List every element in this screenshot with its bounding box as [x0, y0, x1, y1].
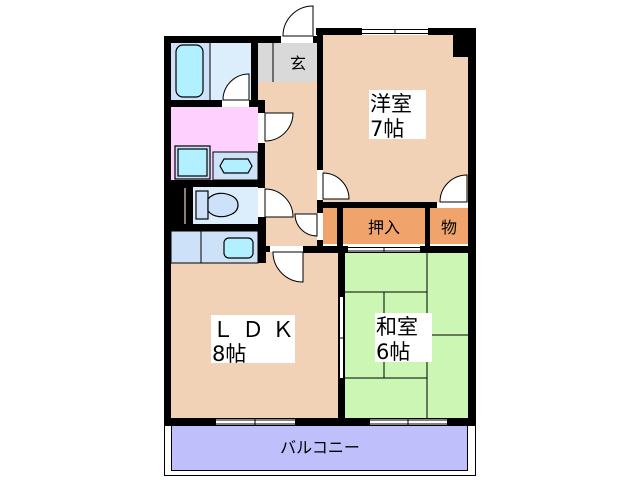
- washroom: [171, 107, 259, 181]
- entrance-door-icon: [282, 5, 314, 37]
- pipe-space: [171, 180, 193, 231]
- kitchen: [170, 230, 259, 264]
- oshiire-closet: [343, 208, 425, 244]
- window-western-room: [362, 28, 428, 35]
- bathtub-icon: [175, 44, 204, 98]
- storage-door-icon: [439, 174, 468, 203]
- bathroom: [171, 43, 251, 100]
- pillar: [453, 34, 468, 57]
- toilet-tank-icon: [195, 190, 209, 220]
- kitchen-sink-icon: [223, 237, 254, 259]
- ldk-size: 8帖: [212, 342, 246, 366]
- balcony-floor: [171, 426, 468, 471]
- ldk-name: ＬＤＫ: [212, 318, 302, 343]
- japanese-room-name: 和室: [376, 315, 418, 339]
- small-closet-door-icon: [294, 213, 318, 237]
- entrance-floor: [258, 43, 317, 82]
- balcony: バルコニー: [164, 426, 476, 476]
- balcony-label: バルコニー: [280, 438, 360, 457]
- closet-label: 押入: [368, 218, 400, 237]
- western-room-door-icon: [322, 172, 350, 200]
- japanese-room-size: 6帖: [376, 340, 410, 364]
- toilet-room: [171, 180, 258, 231]
- storage-label: 物: [441, 218, 457, 237]
- western-room-size: 7帖: [370, 117, 404, 141]
- window-japanese-room: [370, 419, 447, 425]
- bathroom-door-icon: [222, 73, 250, 101]
- sliding-door-closet: [348, 246, 420, 252]
- entrance-label: 玄: [290, 54, 306, 73]
- ldk-door-icon: [272, 251, 304, 283]
- storage-closet: [430, 208, 468, 244]
- sliding-door-japanese-room: [339, 297, 344, 378]
- ldk-label: ＬＤＫ 8帖: [211, 315, 302, 366]
- western-room-label: 洋室 7帖: [369, 90, 426, 141]
- entrance: 玄: [258, 43, 317, 82]
- washing-machine-icon: [177, 148, 208, 177]
- western-room-name: 洋室: [370, 92, 412, 116]
- small-closet: [323, 208, 337, 244]
- sink-icon: [219, 158, 253, 174]
- closets: 押入 物: [323, 208, 468, 244]
- toilet-door-icon: [264, 188, 294, 218]
- window-ldk: [216, 419, 295, 425]
- japanese-room-label: 和室 6帖: [375, 313, 432, 364]
- washroom-door-icon: [264, 112, 294, 142]
- toilet-bowl-icon: [207, 192, 239, 218]
